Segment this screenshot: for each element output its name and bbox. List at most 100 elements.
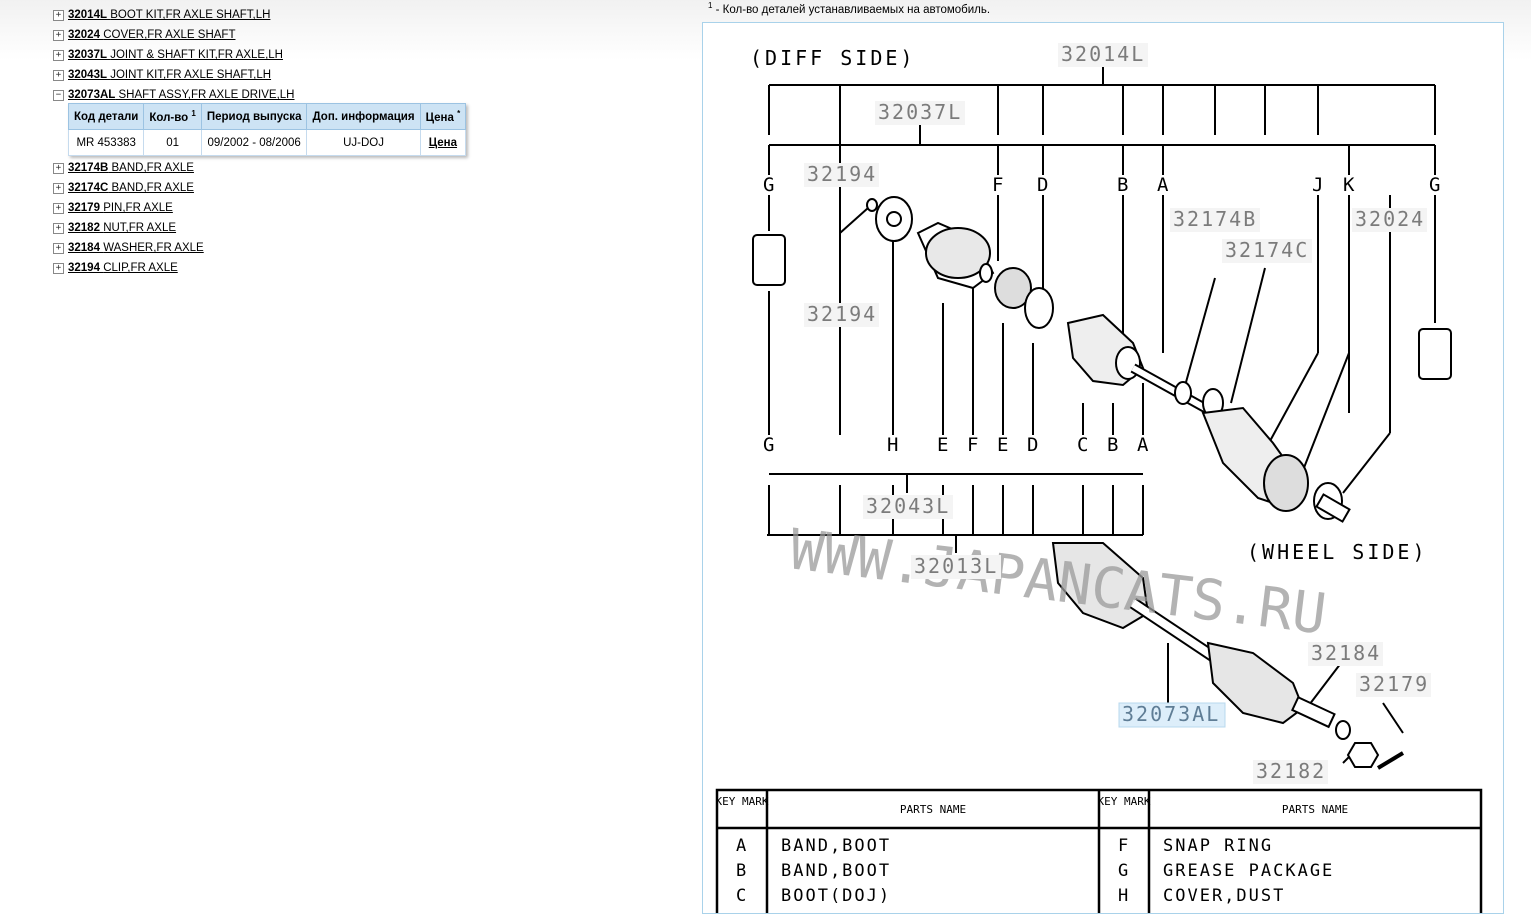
callout-32014L[interactable]: 32014L: [1061, 42, 1145, 66]
legend-name: GREASE PACKAGE: [1163, 861, 1334, 881]
cell-code: MR 453383: [67, 129, 145, 156]
tree-item-32182[interactable]: +32182 NUT,FR AXLE: [53, 218, 295, 238]
key-letter: F: [967, 434, 978, 456]
col-info: Доп. информация: [306, 103, 421, 130]
key-letter: G: [763, 174, 774, 196]
tree-item-32174C[interactable]: +32174C BAND,FR AXLE: [53, 178, 295, 198]
tree-item-link[interactable]: 32179 PIN,FR AXLE: [68, 202, 173, 214]
price-link[interactable]: Цена: [428, 136, 458, 149]
key-letter: F: [992, 174, 1003, 196]
callout-32182[interactable]: 32182: [1256, 759, 1326, 783]
part-details-table: Код детали Кол-во 1 Период выпуска Доп. …: [67, 103, 467, 156]
footnote: 1 - Кол-во деталей устанавливаемых на ав…: [708, 1, 991, 16]
tree-item-32179[interactable]: +32179 PIN,FR AXLE: [53, 198, 295, 218]
table-header-row: Код детали Кол-во 1 Период выпуска Доп. …: [67, 103, 467, 130]
expand-icon[interactable]: +: [53, 49, 64, 61]
col-qty: Кол-во 1: [143, 103, 202, 130]
legend-name: BOOT(DOJ): [781, 886, 891, 906]
diagram-frame: WWW.JAPANCATS.RU (DIFF SIDE) (WHEEL SIDE…: [702, 22, 1504, 918]
col-period: Период выпуска: [200, 103, 308, 130]
legend-key: C: [736, 886, 748, 906]
callout-32194[interactable]: 32194: [807, 162, 877, 186]
col-code: Код детали: [67, 103, 145, 130]
legend-name: COVER,DUST: [1163, 886, 1285, 906]
tree-item-32184[interactable]: +32184 WASHER,FR AXLE: [53, 238, 295, 258]
tree-item-link[interactable]: 32014L BOOT KIT,FR AXLE SHAFT,LH: [68, 9, 271, 21]
key-letter: D: [1037, 174, 1048, 196]
key-letter: E: [937, 434, 948, 456]
callout-32013L[interactable]: 32013L: [914, 554, 998, 578]
tree-item-32194[interactable]: +32194 CLIP,FR AXLE: [53, 258, 295, 278]
legend-key: H: [1118, 886, 1130, 906]
callout-32024[interactable]: 32024: [1355, 207, 1425, 231]
legend-key: A: [736, 836, 748, 856]
key-letter: H: [887, 434, 898, 456]
parts-diagram[interactable]: WWW.JAPANCATS.RU (DIFF SIDE) (WHEEL SIDE…: [703, 23, 1503, 918]
legend-name: SNAP RING: [1163, 836, 1273, 856]
callout-32184[interactable]: 32184: [1311, 641, 1381, 665]
expand-icon[interactable]: +: [53, 9, 64, 21]
diff-side-label: (DIFF SIDE): [750, 46, 915, 70]
tree-item-link[interactable]: 32024 COVER,FR AXLE SHAFT: [68, 29, 236, 41]
legend-keymark-header-2: KEY MARK: [1098, 795, 1151, 808]
tree-item-link[interactable]: 32043L JOINT KIT,FR AXLE SHAFT,LH: [68, 69, 272, 81]
key-letter: G: [763, 434, 774, 456]
legend-key: G: [1118, 861, 1130, 881]
callout-32174B[interactable]: 32174B: [1173, 207, 1257, 231]
cell-price: Цена: [419, 129, 467, 156]
legend-name: BAND,BOOT: [781, 836, 891, 856]
legend-partsname-header-2: PARTS NAME: [1282, 803, 1348, 816]
legend-key: B: [736, 861, 748, 881]
parts-tree: +32014L BOOT KIT,FR AXLE SHAFT,LH +32024…: [53, 5, 295, 278]
expand-icon[interactable]: +: [53, 262, 64, 274]
tree-item-32037L[interactable]: +32037L JOINT & SHAFT KIT,FR AXLE,LH: [53, 45, 295, 65]
expand-icon[interactable]: +: [53, 202, 64, 214]
expand-icon[interactable]: +: [53, 182, 64, 194]
expand-icon[interactable]: +: [53, 162, 64, 174]
tree-item-link[interactable]: 32194 CLIP,FR AXLE: [68, 262, 178, 274]
legend-name: BAND,BOOT: [781, 861, 891, 881]
col-price: Цена *: [419, 103, 467, 130]
key-letter: E: [997, 434, 1008, 456]
expand-icon[interactable]: +: [53, 242, 64, 254]
wheel-side-label: (WHEEL SIDE): [1247, 540, 1428, 564]
cell-qty: 01: [143, 129, 202, 156]
table-row: MR 453383 01 09/2002 - 08/2006 UJ-DOJ Це…: [67, 129, 467, 156]
tree-item-32174B[interactable]: +32174B BAND,FR AXLE: [53, 158, 295, 178]
key-letter: J: [1312, 174, 1323, 196]
tree-item-32024[interactable]: +32024 COVER,FR AXLE SHAFT: [53, 25, 295, 45]
callout-32037L[interactable]: 32037L: [878, 100, 962, 124]
key-letter: D: [1027, 434, 1038, 456]
key-letter: C: [1077, 434, 1088, 456]
watermark: WWW.JAPANCATS.RU: [786, 517, 1329, 647]
tree-item-link[interactable]: 32174C BAND,FR AXLE: [68, 182, 194, 194]
legend-key: F: [1118, 836, 1130, 856]
callout-32194-lower[interactable]: 32194: [807, 302, 877, 326]
tree-item-link[interactable]: 32174B BAND,FR AXLE: [68, 162, 194, 174]
tree-item-link[interactable]: 32182 NUT,FR AXLE: [68, 222, 177, 234]
callout-32043L[interactable]: 32043L: [866, 494, 950, 518]
callout-32073AL-highlighted[interactable]: 32073AL: [1122, 702, 1220, 726]
expand-icon[interactable]: +: [53, 222, 64, 234]
legend-keymark-header: KEY MARK: [716, 795, 769, 808]
cell-period: 09/2002 - 08/2006: [200, 129, 308, 156]
tree-item-32043L[interactable]: +32043L JOINT KIT,FR AXLE SHAFT,LH: [53, 65, 295, 85]
key-letter: K: [1343, 174, 1355, 196]
legend-table: KEY MARK PARTS NAME KEY MARK PARTS NAME …: [716, 788, 1483, 918]
key-letter: B: [1107, 434, 1118, 456]
tree-item-link[interactable]: 32073AL SHAFT ASSY,FR AXLE DRIVE,LH: [68, 89, 295, 101]
callout-32179[interactable]: 32179: [1359, 672, 1429, 696]
collapse-icon[interactable]: −: [53, 89, 64, 101]
expand-icon[interactable]: +: [53, 29, 64, 41]
key-letter: G: [1429, 174, 1440, 196]
tree-item-link[interactable]: 32037L JOINT & SHAFT KIT,FR AXLE,LH: [68, 49, 283, 61]
cell-info: UJ-DOJ: [306, 129, 421, 156]
tree-item-32014L[interactable]: +32014L BOOT KIT,FR AXLE SHAFT,LH: [53, 5, 295, 25]
expand-icon[interactable]: +: [53, 69, 64, 81]
callout-32174C[interactable]: 32174C: [1225, 238, 1309, 262]
key-letter: A: [1137, 434, 1149, 456]
tree-item-link[interactable]: 32184 WASHER,FR AXLE: [68, 242, 204, 254]
tree-item-32073AL[interactable]: −32073AL SHAFT ASSY,FR AXLE DRIVE,LH: [53, 85, 295, 105]
key-letter: A: [1157, 174, 1169, 196]
legend-partsname-header: PARTS NAME: [900, 803, 966, 816]
